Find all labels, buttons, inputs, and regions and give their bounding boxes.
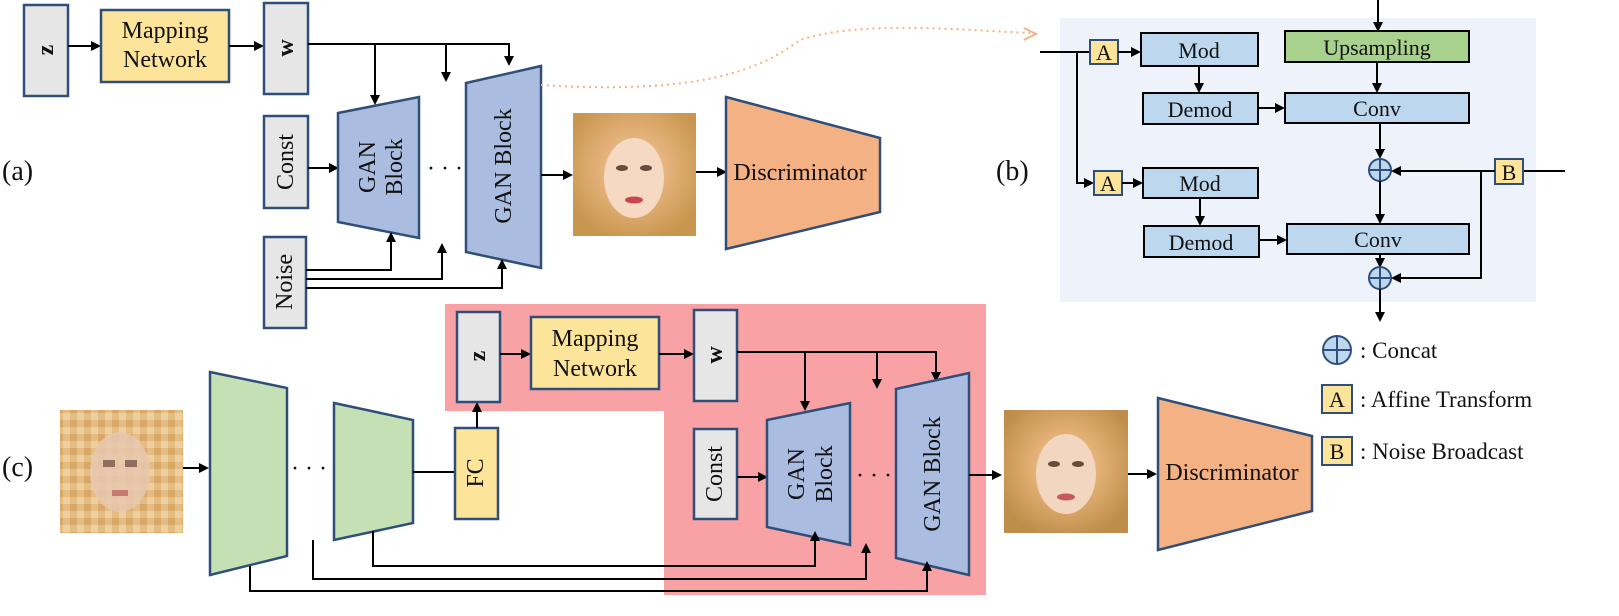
upsampling-box xyxy=(1284,30,1470,63)
demod-label-2: Demod xyxy=(1169,230,1234,255)
legend-concat-icon xyxy=(1322,335,1352,365)
legend: : Concat A : Affine Transform B : Noise … xyxy=(1321,335,1532,466)
w-box-a xyxy=(262,1,310,96)
upsampling-label: Upsampling xyxy=(1323,35,1431,60)
gan-block-1-line1-a: GAN xyxy=(355,141,381,193)
gan-block-1-a xyxy=(336,95,421,240)
legend-noise-text: : Noise Broadcast xyxy=(1360,439,1524,464)
noise-box-a xyxy=(262,235,308,330)
const-label-c: Const xyxy=(702,446,728,502)
noise-broadcast-label: B xyxy=(1502,160,1517,185)
legend-concat-text: : Concat xyxy=(1360,338,1438,363)
mapping-label-line2-a: Network xyxy=(123,47,207,73)
gan-block-1-line2-c: Block xyxy=(812,445,838,502)
discriminator-a xyxy=(724,95,882,251)
affine-label-1: A xyxy=(1096,40,1112,65)
encoder-block-2 xyxy=(332,401,415,542)
const-box-a xyxy=(262,114,310,210)
panel-label-c: (c) xyxy=(2,452,33,483)
panel-label-a: (a) xyxy=(2,156,33,187)
gan-block-2-label-a: GAN Block xyxy=(491,108,517,223)
ellipsis-c: · · · xyxy=(856,463,892,489)
mapping-network-a xyxy=(99,8,231,84)
low-res-input-image xyxy=(60,410,183,533)
z-label-c: z xyxy=(465,350,491,361)
generated-face-image-a xyxy=(573,113,696,236)
panel-b-gan-block-detail: A Mod Demod Upsampling Conv A Mod xyxy=(1040,0,1565,322)
z-label-a: z xyxy=(33,44,59,55)
demod-box-1 xyxy=(1142,92,1259,125)
conv-box-1 xyxy=(1284,92,1470,124)
conv-label-2: Conv xyxy=(1354,227,1402,252)
discriminator-c xyxy=(1156,396,1314,552)
zoom-dotted-link xyxy=(540,26,1031,89)
gan-block-1-c xyxy=(765,401,852,547)
mod-label-2: Mod xyxy=(1179,171,1221,196)
w-label-c: w xyxy=(702,346,728,364)
encoder-block-1 xyxy=(208,370,289,577)
legend-noise-box xyxy=(1321,436,1353,466)
fc-box xyxy=(453,426,500,521)
panel-label-b: (b) xyxy=(996,156,1029,187)
demod-label-1: Demod xyxy=(1168,97,1233,122)
panel-a: z Mapping Network w Const GAN Block · · … xyxy=(22,1,1039,330)
legend-noise-key: B xyxy=(1330,439,1345,464)
affine-label-2: A xyxy=(1100,171,1116,196)
w-label-a: w xyxy=(273,39,299,57)
concat-node-1 xyxy=(1368,158,1392,182)
legend-affine-key: A xyxy=(1329,387,1345,412)
gan-block-1-line2-a: Block xyxy=(382,138,408,195)
legend-affine-text: : Affine Transform xyxy=(1360,387,1532,412)
mod-label-1: Mod xyxy=(1178,38,1220,63)
const-box-c xyxy=(692,427,739,521)
generated-face-image-c xyxy=(1004,410,1128,533)
w-box-c xyxy=(692,308,739,403)
demod-box-2 xyxy=(1143,225,1260,258)
mapping-label-line1-a: Mapping xyxy=(122,18,209,44)
const-label-a: Const xyxy=(273,134,299,190)
mapping-label-line1-c: Mapping xyxy=(552,326,639,352)
z-box-a xyxy=(22,3,70,98)
conv-box-2 xyxy=(1286,223,1470,255)
gan-block-1-line1-c: GAN xyxy=(784,448,810,500)
discriminator-label-a: Discriminator xyxy=(733,160,866,186)
ellipsis-a: · · · xyxy=(427,156,463,182)
affine-box-2 xyxy=(1093,170,1123,196)
gan-block-2-a xyxy=(464,64,543,270)
panel-c: · · · FC z Mapping Network w Const GAN B… xyxy=(60,308,1314,592)
noise-broadcast-box xyxy=(1494,158,1524,185)
gan-block-2-label-c: GAN Block xyxy=(920,416,946,531)
ellipsis-encoder: · · · xyxy=(291,456,327,482)
conv-label-1: Conv xyxy=(1353,96,1401,121)
noise-label-a: Noise xyxy=(272,254,298,310)
fc-label: FC xyxy=(463,458,489,487)
z-box-c xyxy=(455,310,502,404)
mapping-label-line2-c: Network xyxy=(553,356,637,382)
concat-node-2 xyxy=(1368,266,1392,290)
gan-block-2-c xyxy=(894,371,971,577)
discriminator-label-c: Discriminator xyxy=(1165,460,1298,486)
legend-affine-box xyxy=(1321,384,1353,414)
